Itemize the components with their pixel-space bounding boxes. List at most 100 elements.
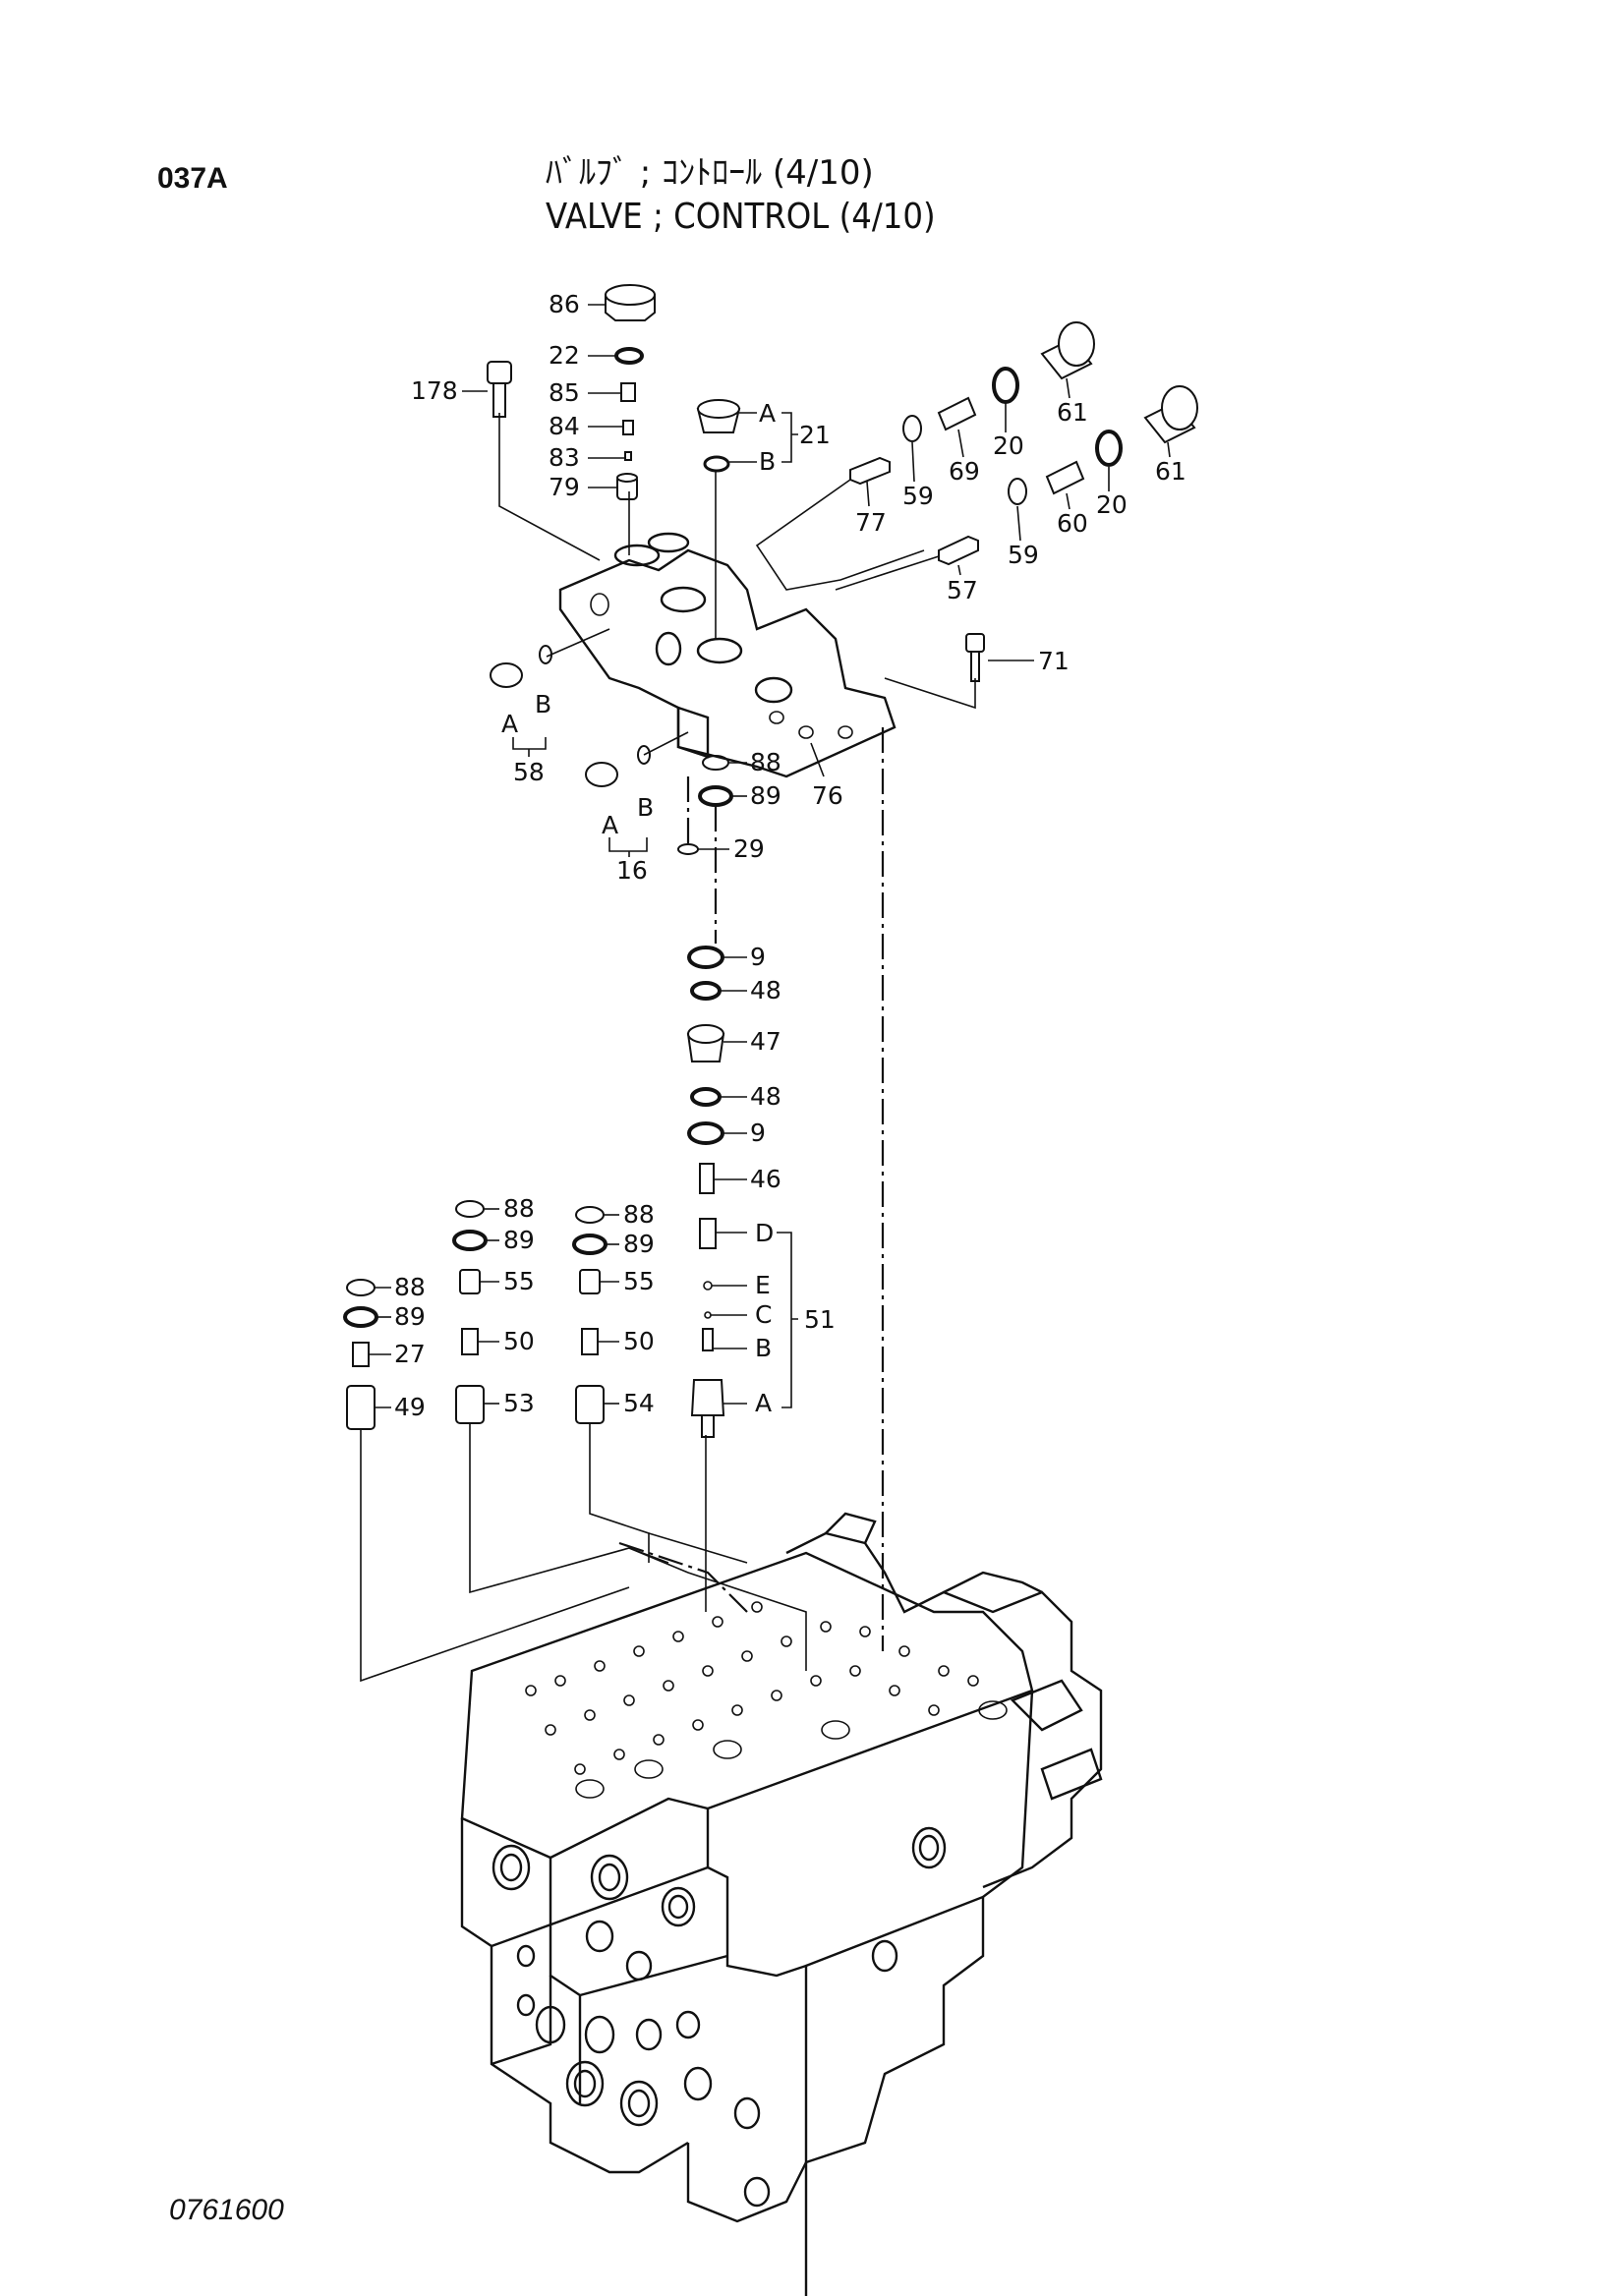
callout-47: 47 [750,1027,781,1056]
part-22-o-ring [614,347,644,365]
callout-59: 59 [902,482,934,510]
callout-51-d: D [755,1219,774,1247]
part-178-bolt [487,361,512,418]
callout-60: 60 [1057,509,1088,538]
part-59-shim-2 [1008,478,1027,505]
callout-49: 49 [394,1393,426,1421]
callout-55-left: 55 [503,1267,535,1295]
control-valve-body [460,1512,1103,2296]
part-89-ring [698,785,733,807]
callout-71: 71 [1038,647,1070,675]
left-stack-54 [572,1206,608,1424]
callout-16-a: A [602,811,618,839]
part-29-o-ring [677,843,699,855]
part-77-poppet [849,456,891,486]
callout-88-left: 88 [503,1194,535,1223]
part-48-o-ring-2 [690,1087,722,1107]
part-47-cap [686,1024,725,1062]
callout-9-2: 9 [750,1119,766,1147]
callout-21-b: B [759,447,776,476]
callout-9: 9 [750,943,766,971]
callout-89-mid: 89 [623,1230,655,1258]
part-48-o-ring [690,981,722,1001]
callout-61-2: 61 [1155,457,1186,486]
callout-22: 22 [549,341,580,370]
part-59-shim [902,415,922,442]
part-9-ring [687,946,724,969]
callout-48: 48 [750,976,781,1004]
callout-51: 51 [804,1305,836,1334]
pilot-housing-76 [558,532,897,778]
page-code: 037A [157,162,228,195]
callout-76: 76 [812,781,843,810]
callout-89-far-left: 89 [394,1302,426,1331]
part-21-plug [696,399,741,473]
drawing-number: 0761600 [169,2194,284,2226]
part-58-plug [490,645,552,688]
part-79-plunger [616,473,638,500]
part-61-plug [1040,321,1095,380]
part-51-valve-assembly [690,1218,725,1438]
part-20-o-ring-2 [1095,430,1123,467]
callout-29: 29 [733,834,765,863]
callout-20-2: 20 [1096,490,1128,519]
part-85-spring [620,382,636,402]
callout-89-left: 89 [503,1226,535,1254]
left-stack-53 [452,1200,488,1424]
part-57-poppet [938,535,979,566]
callout-leaders [369,304,1171,1408]
callout-50-mid: 50 [623,1327,655,1355]
part-20-o-ring [992,367,1019,404]
callout-79: 79 [549,473,580,501]
callout-51-a: A [755,1389,772,1417]
callout-85: 85 [549,378,580,407]
callout-83: 83 [549,443,580,472]
callout-50-left: 50 [503,1327,535,1355]
part-84-pin [622,420,634,435]
callout-46: 46 [750,1165,781,1193]
callout-69: 69 [949,457,980,486]
callout-84: 84 [549,412,580,440]
title-english: VALVE ; CONTROL (4/10) [546,197,936,237]
callout-51-b: B [755,1334,772,1362]
assembly-lines [360,413,976,1683]
part-83-ball [624,451,632,461]
callout-54: 54 [623,1389,655,1417]
callout-86: 86 [549,290,580,318]
callout-51-e: E [755,1271,771,1299]
callout-77: 77 [855,508,887,537]
part-16-plug [585,745,651,787]
title-japanese: ﾊﾞﾙﾌﾞ ; ｺﾝﾄﾛｰﾙ (4/10) [546,153,874,193]
part-69-spring [937,396,977,431]
callout-88-top: 88 [750,748,781,776]
part-60-spring [1045,460,1085,495]
callout-58: 58 [513,758,545,786]
callout-16-b: B [637,793,654,822]
callout-88-far-left: 88 [394,1273,426,1301]
callout-58-a: A [501,710,518,738]
callout-61: 61 [1057,398,1088,427]
part-9-ring-2 [687,1121,724,1145]
callout-21: 21 [799,421,831,449]
callout-48-2: 48 [750,1082,781,1111]
part-61-plug-2 [1143,385,1198,444]
callout-labels: 86 22 178 85 84 83 79 A B 21 77 59 69 20… [394,290,1186,1421]
part-46-spring [699,1163,715,1194]
callout-16: 16 [616,856,648,885]
callout-178: 178 [411,376,458,405]
callout-88-mid: 88 [623,1200,655,1229]
part-71-bolt [965,633,985,682]
part-88-o-ring [702,755,729,771]
callout-57: 57 [947,576,978,604]
callout-58-b: B [535,690,551,718]
callout-51-c: C [755,1300,772,1329]
callout-27: 27 [394,1340,426,1368]
callout-21-a: A [759,399,776,428]
callout-59-2: 59 [1008,541,1039,569]
callout-53: 53 [503,1389,535,1417]
callout-20: 20 [993,431,1024,460]
callout-55-mid: 55 [623,1267,655,1295]
callout-89-top: 89 [750,781,781,810]
